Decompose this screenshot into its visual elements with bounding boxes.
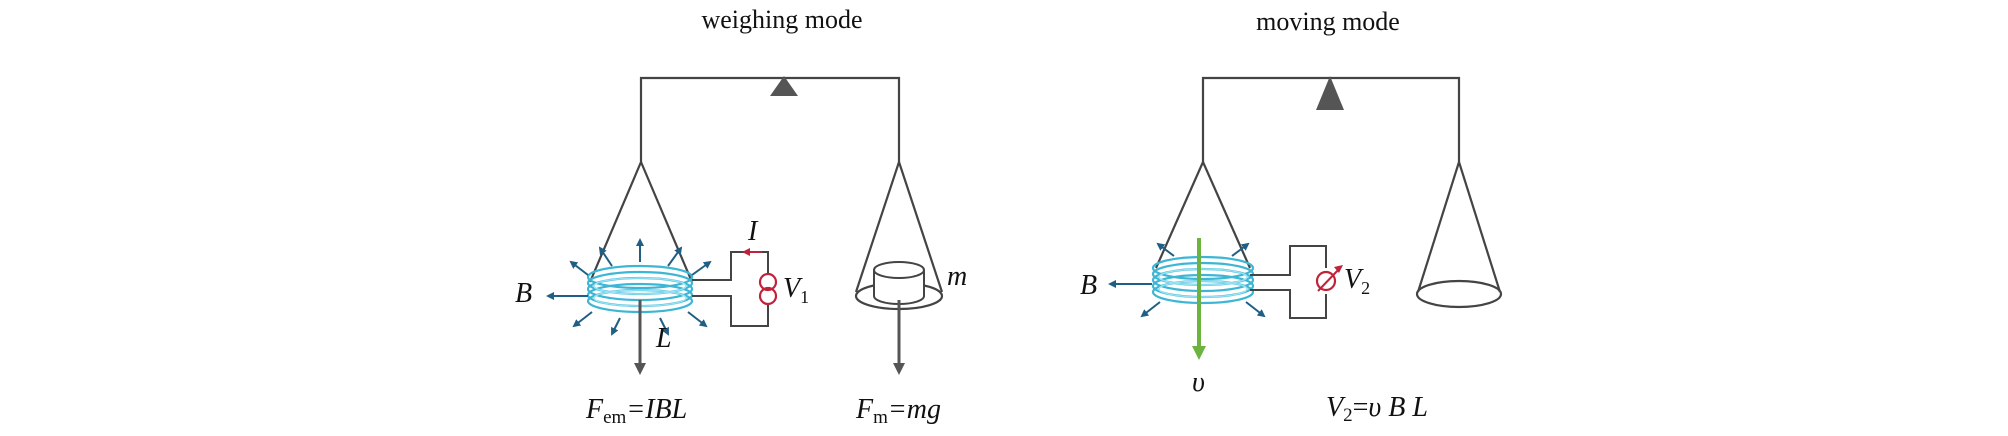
mass-weight-icon	[873, 261, 925, 305]
magnetic-field-arrows	[546, 238, 712, 336]
label-I: I	[747, 216, 759, 247]
voltage-circuit	[1250, 245, 1343, 319]
pivot-triangle-icon	[1316, 76, 1344, 110]
coil	[1151, 255, 1255, 305]
current-source-icon	[758, 272, 778, 306]
label-B: B	[1080, 270, 1097, 301]
weighing-mode-panel: weighing mode	[515, 5, 967, 428]
equation-force-em: Fem=IBL	[585, 394, 687, 428]
right-pan	[1415, 161, 1503, 309]
label-L: L	[655, 323, 672, 354]
equation-voltage: V2=υ B L	[1326, 392, 1428, 426]
label-V1: V1	[783, 273, 809, 307]
magnetic-field-arrows	[1108, 242, 1266, 318]
voltmeter-icon	[1315, 265, 1343, 292]
current-circuit	[692, 248, 778, 327]
equation-force-m: Fm=mg	[855, 394, 941, 428]
label-v: υ	[1192, 367, 1205, 398]
label-V2: V2	[1344, 264, 1370, 298]
moving-mode-panel: moving mode	[1080, 7, 1503, 426]
label-m: m	[947, 261, 967, 292]
left-pan	[588, 161, 694, 283]
weighing-mode-title: weighing mode	[701, 5, 862, 34]
label-B: B	[515, 278, 532, 309]
moving-mode-title: moving mode	[1256, 7, 1400, 36]
balance-frame	[639, 76, 901, 162]
balance-frame	[1201, 76, 1461, 162]
pivot-triangle-icon	[770, 76, 798, 96]
